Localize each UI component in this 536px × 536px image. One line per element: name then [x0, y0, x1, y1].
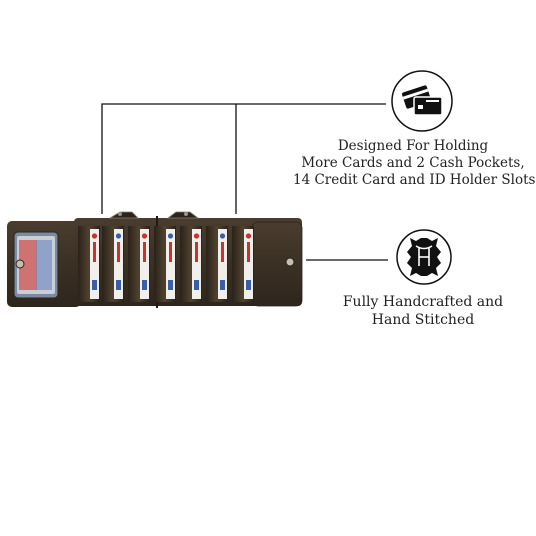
- credit-card: [244, 229, 253, 299]
- credit-cards-icon: [391, 70, 453, 132]
- card-brand-stripe: [221, 242, 224, 262]
- card-brand-stripe: [247, 242, 250, 262]
- leather-hide-icon: [396, 229, 452, 285]
- callout-lines: [101, 103, 388, 261]
- credit-card: [140, 229, 149, 299]
- snap-button-right: [285, 257, 295, 267]
- feature-cards-line: Designed For Holding: [337, 138, 489, 154]
- feature-handcrafted-text: Fully Handcrafted and Hand Stitched: [303, 293, 536, 329]
- card-brand-stripe: [117, 242, 120, 262]
- snap-button-left: [15, 259, 25, 269]
- card-brand-stripe: [195, 242, 198, 262]
- card-bank-mark: [194, 280, 199, 290]
- card-logo-icon: [91, 233, 98, 239]
- credit-card: [192, 229, 201, 299]
- card-bank-mark: [116, 280, 121, 290]
- wallet-image: [7, 211, 303, 308]
- zipper-pull-right: [166, 211, 200, 219]
- card-logo-icon: [245, 233, 252, 239]
- card-bank-mark: [92, 280, 97, 290]
- wallet-right-flap: [251, 221, 303, 307]
- card-logo-icon: [115, 233, 122, 239]
- card-brand-stripe: [93, 242, 96, 262]
- credit-card: [218, 229, 227, 299]
- card-logo-icon: [219, 233, 226, 239]
- card-logo-icon: [141, 233, 148, 239]
- feature-cards-line: More Cards and 2 Cash Pockets,: [301, 155, 525, 171]
- callout-line-cards: [101, 103, 386, 214]
- credit-card: [114, 229, 123, 299]
- feature-handcrafted-line: Fully Handcrafted and: [342, 294, 504, 310]
- feature-cards-line: 14 Credit Card and ID Holder Slots: [293, 172, 536, 188]
- card-logo-icon: [193, 233, 200, 239]
- card-brand-stripe: [169, 242, 172, 262]
- card-bank-mark: [168, 280, 173, 290]
- card-bank-mark: [142, 280, 147, 290]
- card-brand-stripe: [143, 242, 146, 262]
- feature-handcrafted-line: Hand Stitched: [371, 312, 475, 328]
- card-logo-icon: [167, 233, 174, 239]
- feature-cards-text: Designed For Holding More Cards and 2 Ca…: [293, 138, 536, 189]
- card-bank-mark: [246, 280, 251, 290]
- card-bank-mark: [220, 280, 225, 290]
- zipper-pull-left: [108, 211, 139, 219]
- card-slots: [78, 226, 254, 302]
- credit-card: [90, 229, 99, 299]
- credit-card: [166, 229, 175, 299]
